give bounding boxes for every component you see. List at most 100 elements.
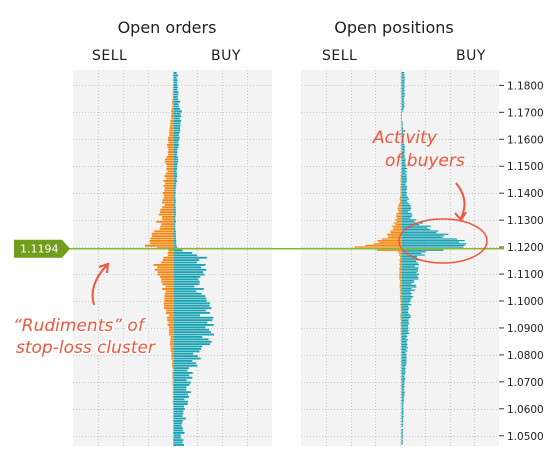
positions-buy-bar <box>402 436 403 439</box>
positions-buy-bar <box>402 288 412 290</box>
orders-sell-bar <box>172 386 174 389</box>
positions-buy-bar <box>402 102 405 104</box>
orders-sell-bar <box>150 242 174 245</box>
orders-sell-bar <box>173 76 174 79</box>
orders-buy-bar <box>174 230 176 233</box>
positions-sell-bar <box>401 396 402 399</box>
positions-sell-bar <box>401 352 402 354</box>
positions-sell-bar <box>401 102 402 104</box>
positions-buy-bar <box>402 363 407 365</box>
orders-sell-bar <box>162 218 174 221</box>
positions-sell-bar <box>401 75 402 77</box>
positions-sell-bar <box>401 432 402 434</box>
positions-buy-bar <box>402 308 409 311</box>
positions-buy-bar <box>402 393 405 395</box>
positions-sell-bar <box>401 364 402 367</box>
annotation-stoploss-arrow-head <box>98 262 110 274</box>
positions-buy-bar <box>402 342 408 344</box>
positions-buy-bar <box>402 264 419 266</box>
orders-sell-bar <box>168 148 174 151</box>
orders-buy-bar <box>174 189 176 192</box>
orders-sell-bar <box>160 225 174 228</box>
orders-sell-bar <box>169 129 174 132</box>
orders-buy-bar <box>174 441 183 444</box>
orders-buy-bar <box>174 348 202 350</box>
positions-sell-bar <box>395 224 402 226</box>
orders-sell-bar <box>167 146 174 149</box>
positions-sell-bar <box>401 403 402 405</box>
positions-buy-bar <box>402 182 406 184</box>
orders-buy-bar <box>174 115 182 118</box>
orders-buy-bar <box>174 314 200 317</box>
orders-buy-bar <box>174 81 178 84</box>
positions-sell-bar <box>400 339 402 341</box>
positions-sell-bar <box>401 147 402 149</box>
positions-buy-bar <box>402 371 406 373</box>
orders-buy-bar <box>174 184 177 187</box>
positions-buy-bar <box>402 441 403 443</box>
positions-buy-bar <box>402 121 403 123</box>
positions-buy-bar <box>402 270 419 272</box>
orders-sell-bar <box>173 72 174 74</box>
orders-sell-bar <box>170 336 174 338</box>
orders-sell-bar <box>166 168 174 170</box>
positions-buy-bar <box>402 384 405 386</box>
orders-sell-bar <box>173 84 174 86</box>
positions-buy-bar <box>402 299 411 301</box>
positions-sell-bar <box>401 112 402 114</box>
orders-buy-bar <box>174 108 181 110</box>
orders-buy-bar <box>174 242 177 245</box>
orders-sell-bar <box>170 115 174 118</box>
orders-sell-bar <box>170 345 174 348</box>
positions-buy-bar <box>402 153 405 155</box>
positions-sell-bar <box>401 96 402 98</box>
orders-buy-bar <box>174 372 193 374</box>
positions-buy-bar <box>402 139 404 141</box>
positions-sell-bar <box>401 115 402 117</box>
positions-buy-bar <box>402 145 405 147</box>
orders-sell-bar <box>162 199 174 202</box>
positions-buy-bar <box>402 196 409 199</box>
positions-buy-bar <box>402 336 408 338</box>
orders-buy-bar <box>174 96 178 98</box>
price-axis-tick-label: 1.0600 <box>507 404 544 416</box>
orders-buy-bar <box>174 367 189 370</box>
orders-buy-bar <box>174 340 212 343</box>
positions-buy-bar <box>402 340 407 343</box>
orders-buy-bar <box>174 273 205 276</box>
orders-buy-bar <box>174 300 207 302</box>
orders-sell-bar <box>154 230 174 233</box>
positions-sell-bar <box>400 308 402 311</box>
positions-buy-bar <box>402 374 405 376</box>
orders-sell-bar <box>173 405 174 408</box>
positions-sell-bar <box>399 275 402 277</box>
positions-sell-bar <box>401 104 402 106</box>
positions-sell-bar <box>400 193 402 195</box>
orders-sell-bar <box>173 424 174 427</box>
positions-sell-bar <box>400 320 402 322</box>
positions-sell-bar <box>401 374 402 376</box>
positions-buy-bar <box>402 150 406 152</box>
positions-buy-bar <box>402 251 426 253</box>
orders-sell-bar <box>153 264 174 266</box>
positions-sell-bar <box>354 246 402 248</box>
positions-sell-bar <box>401 128 402 130</box>
positions-buy-bar <box>402 172 406 175</box>
orders-buy-bar <box>174 360 193 362</box>
orders-buy-bar <box>174 120 182 122</box>
positions-buy-bar <box>402 302 410 304</box>
orders-sell-bar <box>154 268 174 271</box>
positions-sell-bar <box>399 196 402 199</box>
positions-buy-bar <box>402 184 406 186</box>
orders-buy-bar <box>174 170 177 173</box>
positions-sell-bar <box>401 336 402 338</box>
orders-buy-bar <box>174 408 185 410</box>
positions-buy-bar <box>402 91 405 93</box>
orders-buy-bar <box>174 168 178 170</box>
positions-sell-bar <box>401 398 402 400</box>
orders-sell-bar <box>172 74 174 77</box>
orders-buy-bar <box>174 112 181 115</box>
positions-buy-bar <box>402 425 403 427</box>
orders-sell-bar <box>169 132 174 134</box>
positions-sell-bar <box>398 209 402 211</box>
